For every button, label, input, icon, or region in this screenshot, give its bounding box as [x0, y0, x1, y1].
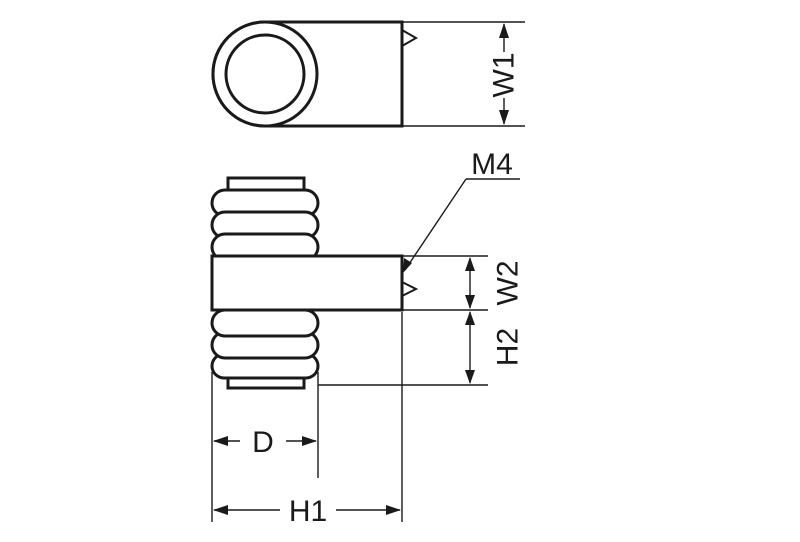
- top-view-bore: [224, 33, 306, 115]
- w2-label: W2: [492, 261, 525, 306]
- w2-arrow-bottom: [465, 295, 475, 309]
- h1-arrow-left: [213, 505, 228, 515]
- lower-coil-turn-1: [210, 308, 320, 338]
- top-view: [211, 20, 419, 128]
- d-dimension: D: [211, 372, 319, 522]
- w1-arrow-top: [499, 23, 509, 38]
- top-view-screw-mark: [401, 29, 419, 47]
- h1-dimension: H1: [213, 312, 403, 528]
- d-label: D: [252, 426, 274, 459]
- h2-arrow-top: [465, 311, 475, 325]
- h2-label: H2: [492, 328, 525, 366]
- m4-leader-arrow: [403, 258, 412, 273]
- w2-arrow-top: [465, 257, 475, 271]
- m4-leader-line: [404, 178, 467, 271]
- front-view: [210, 176, 419, 390]
- w1-dimension: W1: [402, 21, 525, 127]
- h2-arrow-bottom: [465, 370, 475, 384]
- m4-label: M4: [471, 148, 513, 181]
- w1-arrow-bottom: [499, 110, 509, 125]
- arm-screw-mark: [401, 281, 419, 297]
- h1-arrow-right: [386, 505, 401, 515]
- h1-label: H1: [289, 495, 327, 528]
- w1-label: W1: [488, 53, 521, 98]
- m4-callout: M4: [403, 148, 520, 273]
- d-arrow-right: [302, 436, 317, 446]
- arm-block: [210, 254, 404, 312]
- w2-h2-dimensions: W2 H2: [318, 255, 525, 386]
- d-arrow-left: [213, 436, 228, 446]
